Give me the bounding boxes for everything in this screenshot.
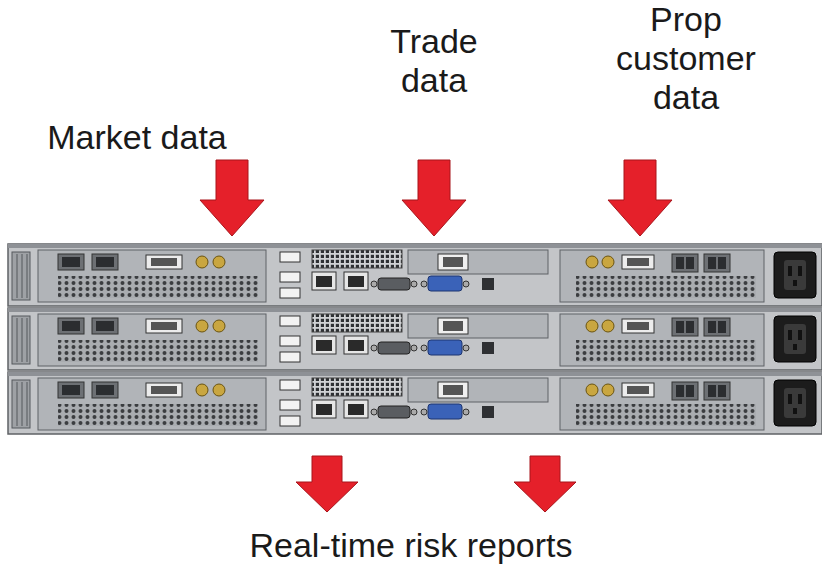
output-label: Real-time risk reports bbox=[151, 526, 671, 565]
output-arrow bbox=[514, 456, 576, 512]
server-unit bbox=[8, 308, 822, 370]
input-label: Trade data bbox=[374, 22, 494, 100]
input-label: Prop customer data bbox=[601, 0, 771, 117]
input-arrow bbox=[200, 160, 264, 236]
input-arrow bbox=[608, 160, 672, 236]
input-arrow bbox=[402, 160, 466, 236]
server-unit bbox=[8, 372, 822, 434]
output-arrow bbox=[296, 456, 358, 512]
input-label: Market data bbox=[7, 118, 267, 157]
server-unit bbox=[8, 244, 822, 306]
